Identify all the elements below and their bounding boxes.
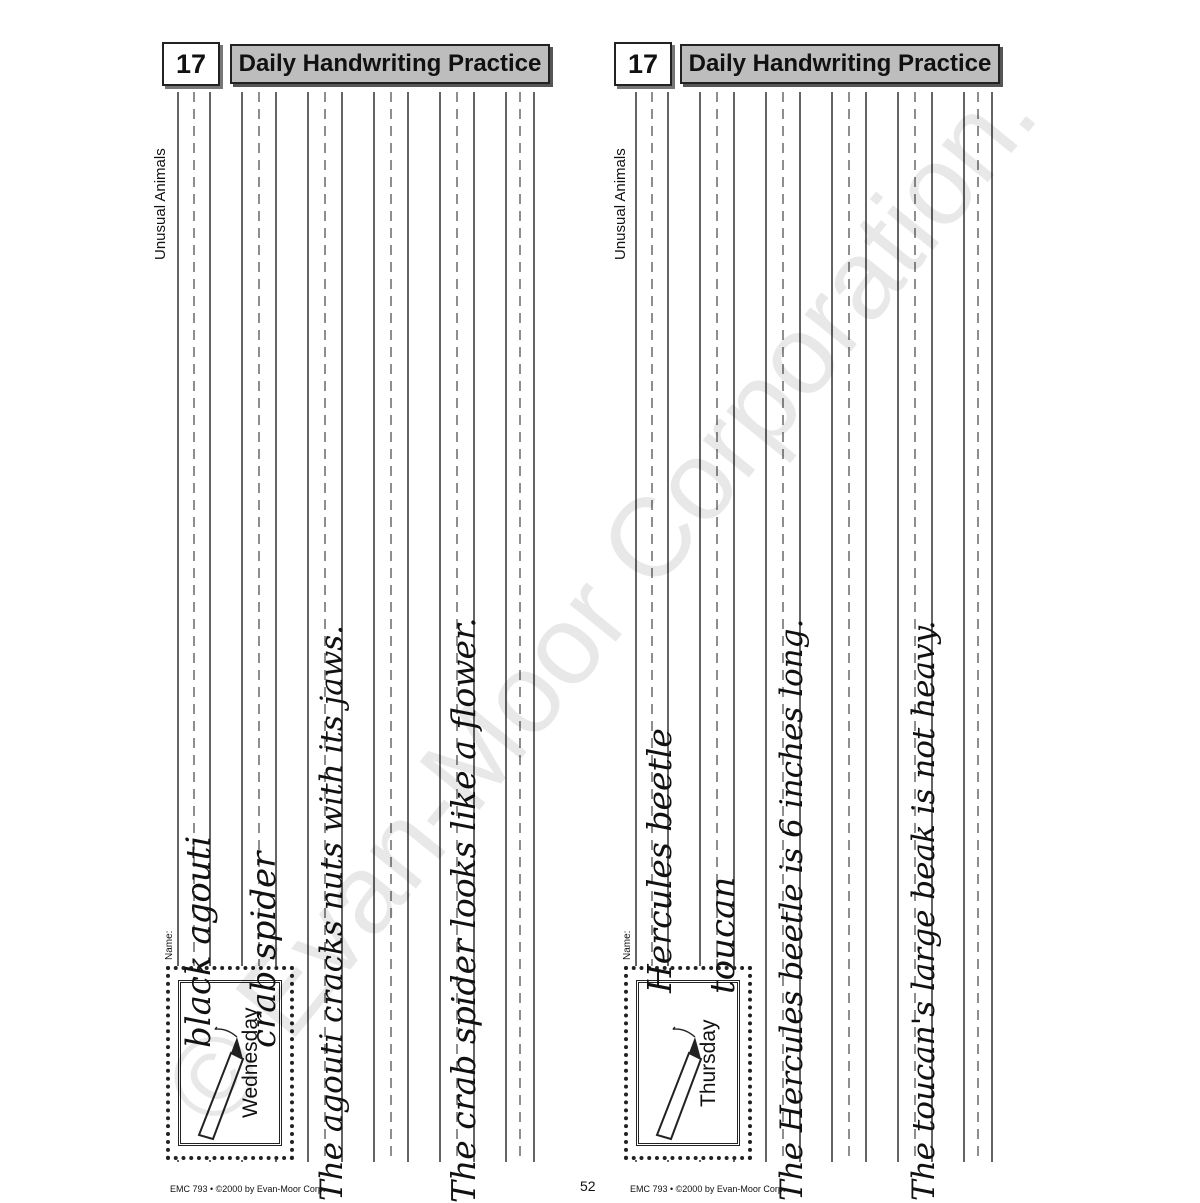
- practice-line-1: Hercules beetle: [640, 728, 679, 993]
- pencil-icon: [197, 1026, 245, 1141]
- practice-line-3: The Hercules beetle is 6 inches long.: [774, 618, 810, 1201]
- practice-line-4: The toucan's large beak is not heavy.: [906, 620, 942, 1201]
- worksheet-title: Daily Handwriting Practice: [680, 44, 1000, 84]
- worksheet-title: Daily Handwriting Practice: [230, 44, 550, 84]
- footer-credit: EMC 793 • ©2000 by Evan-Moor Corp.: [170, 1184, 326, 1194]
- practice-line-3: The agouti cracks nuts with its jaws.: [314, 625, 350, 1201]
- lesson-number: 17: [614, 42, 672, 86]
- lesson-number: 17: [162, 42, 220, 86]
- topic-label: Unusual Animals: [612, 148, 629, 260]
- practice-line-1: black agouti: [179, 835, 219, 1048]
- topic-label: Unusual Animals: [152, 148, 169, 260]
- pencil-icon: [655, 1026, 703, 1141]
- practice-line-4: The crab spider looks like a flower.: [444, 617, 483, 1203]
- practice-line-2: toucan: [703, 876, 743, 994]
- stamp-frame: Thursday: [636, 980, 740, 1146]
- page-number: 52: [580, 1178, 596, 1194]
- name-label: Name:: [164, 930, 175, 960]
- day-stamp: Thursday: [624, 966, 752, 1160]
- day-stamp: Wednesday: [166, 966, 294, 1160]
- day-label: Thursday: [697, 1019, 720, 1107]
- worksheet-wednesday: 17 Daily Handwriting Practice Unusual An…: [0, 0, 600, 1203]
- worksheet-thursday: 17 Daily Handwriting Practice Unusual An…: [600, 0, 1200, 1201]
- footer-credit: EMC 793 • ©2000 by Evan-Moor Corp.: [630, 1184, 786, 1194]
- name-label: Name:: [622, 930, 633, 960]
- stamp-frame: Wednesday: [178, 980, 282, 1146]
- practice-line-2: crab spider: [244, 851, 284, 1048]
